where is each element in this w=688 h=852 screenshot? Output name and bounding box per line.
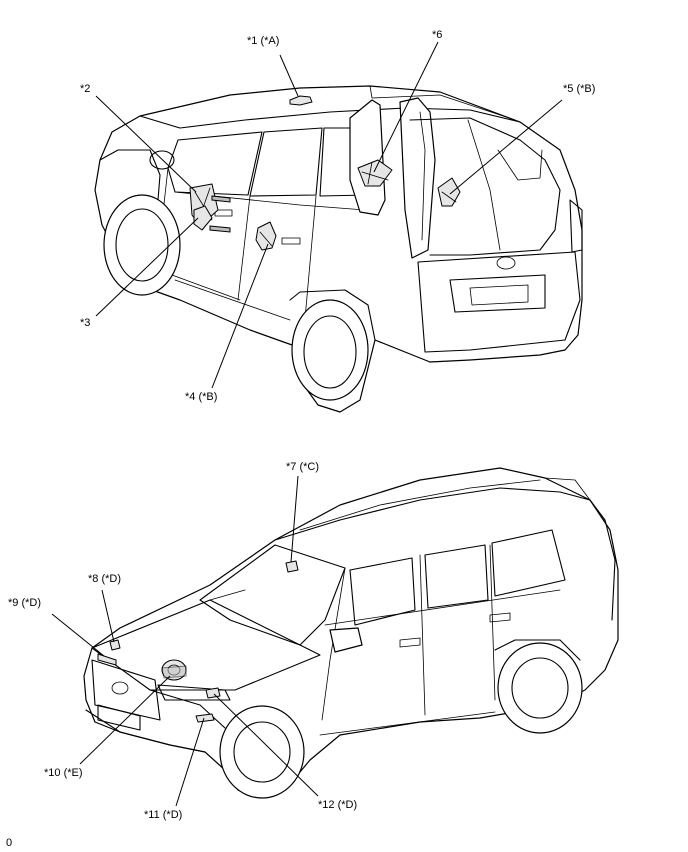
- callout-1-label: *1 (*A): [247, 35, 279, 47]
- part-10-horn-assembly: [161, 659, 187, 681]
- part-7-windshield-sensor: [285, 560, 299, 573]
- rear-door-window: [249, 127, 323, 197]
- rear-wheel-front-view: [497, 642, 583, 734]
- callout-11-label: *11 (*D): [144, 809, 182, 821]
- front-side-window: [349, 557, 416, 626]
- open-rear-side-door: [349, 99, 386, 216]
- callout-3-label: *3: [80, 317, 90, 329]
- top-vehicle-components: [189, 95, 461, 251]
- callout-2-label: *2: [80, 83, 90, 95]
- callout-6-label: *6: [432, 29, 442, 41]
- vehicle-front-view: [83, 467, 619, 799]
- front-wheel: [103, 194, 181, 296]
- callout-9-label: *9 (*D): [8, 597, 41, 609]
- windshield: [199, 544, 346, 646]
- part-12-side-lamp-sensor: [205, 687, 221, 699]
- open-back-door: [399, 97, 436, 259]
- part-11-lower-sensor: [195, 713, 215, 723]
- top-callout-labels: *1 (*A) *2 *3 *4 (*B) *5 (*B) *6: [80, 29, 595, 403]
- side-mirror: [149, 150, 175, 170]
- part-3-front-door-motor: [193, 205, 231, 233]
- part-1-roof-unit: [289, 95, 313, 106]
- bottom-vehicle-components: [97, 560, 299, 723]
- callout-8-label: *8 (*D): [88, 573, 121, 585]
- figure-id: 0: [6, 837, 12, 849]
- callout-4-label: *4 (*B): [185, 391, 217, 403]
- bottom-leader-lines: [51, 475, 319, 807]
- rear-side-window: [424, 544, 489, 609]
- part-8-hood-sensor: [109, 639, 121, 651]
- part-5-back-door-unit: [437, 177, 461, 207]
- bottom-callout-labels: *7 (*C) *8 (*D) *9 (*D) *10 (*E) *11 (*D…: [8, 461, 357, 821]
- part-6-rear-regulator: [357, 159, 393, 187]
- headlamp: [157, 684, 231, 701]
- front-grille: [91, 659, 161, 721]
- rear-wheel: [291, 299, 369, 401]
- callout-12-label: *12 (*D): [318, 799, 357, 811]
- callout-10-label: *10 (*E): [44, 767, 83, 779]
- part-9-grille-sensor: [97, 653, 117, 666]
- quarter-window-front-view: [491, 529, 566, 597]
- callout-7-label: *7 (*C): [286, 461, 319, 473]
- callout-5-label: *5 (*B): [563, 83, 595, 95]
- part-4-rear-door-regulator: [255, 221, 277, 251]
- rear-panel: [417, 251, 581, 353]
- license-plate-area: [449, 274, 546, 313]
- side-mirror-front-view: [329, 627, 363, 653]
- vehicle-rear-view: [94, 85, 583, 413]
- top-leader-lines: [95, 41, 563, 389]
- front-emblem: [111, 681, 129, 695]
- front-wheel-front-view: [219, 705, 305, 799]
- front-license-plate: [97, 704, 141, 731]
- rear-emblem: [496, 256, 516, 270]
